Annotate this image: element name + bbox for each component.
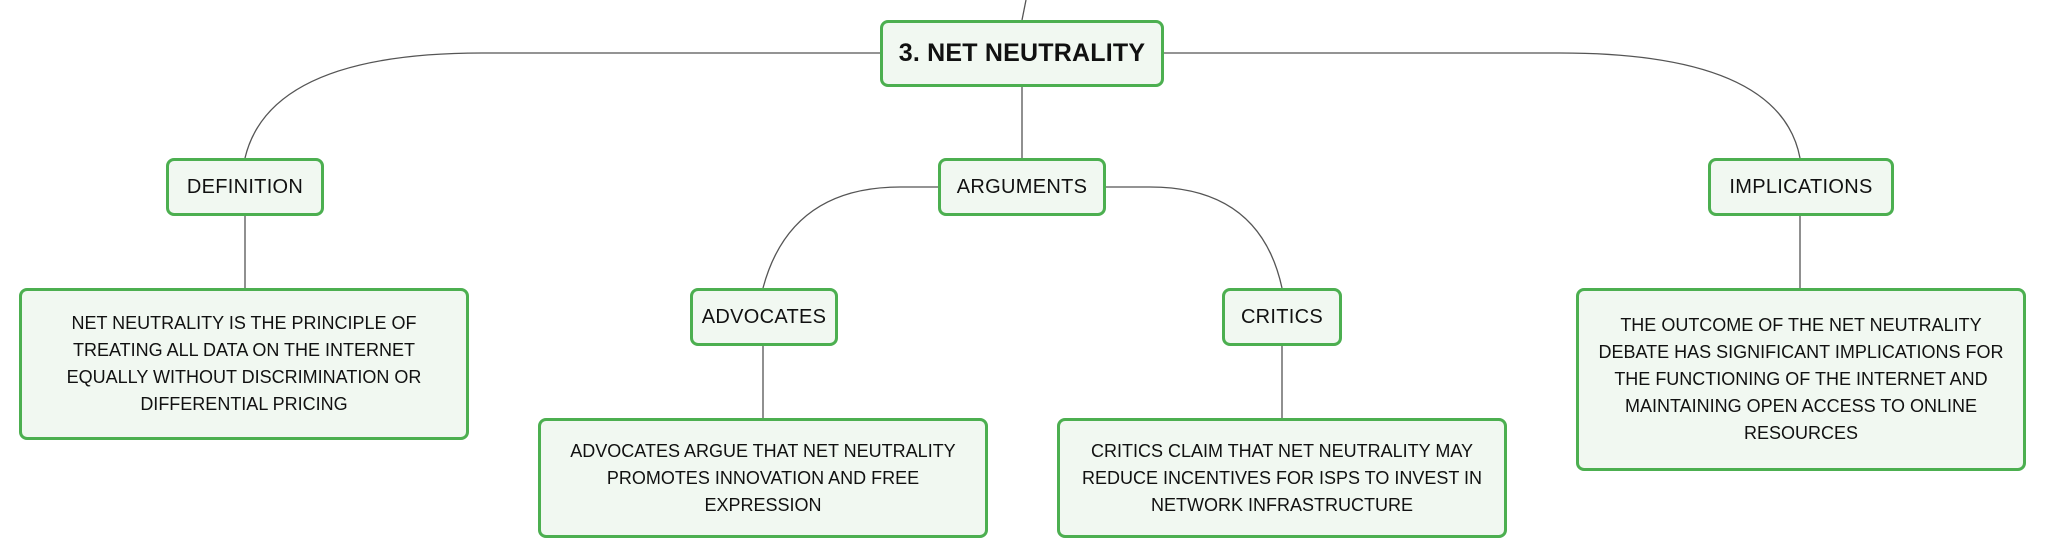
- implications-node[interactable]: IMPLICATIONS: [1708, 158, 1894, 216]
- advocates-node-label: ADVOCATES: [701, 305, 827, 328]
- definition-detail-text: NET NEUTRALITY IS THE PRINCIPLE OF TREAT…: [66, 313, 422, 414]
- connector-root-to-implications: [1164, 52, 1801, 159]
- implications-detail-text: THE OUTCOME OF THE NET NEUTRALITY DEBATE…: [1598, 315, 2004, 443]
- definition-detail-node[interactable]: NET NEUTRALITY IS THE PRINCIPLE OF TREAT…: [19, 288, 469, 440]
- advocates-node[interactable]: ADVOCATES: [690, 288, 838, 346]
- advocates-detail-text: ADVOCATES ARGUE THAT NET NEUTRALITY PROM…: [570, 440, 956, 515]
- connector-arguments-to-advocates: [762, 186, 938, 289]
- implications-node-label: IMPLICATIONS: [1729, 175, 1873, 198]
- root-node[interactable]: 3. NET NEUTRALITY: [880, 20, 1164, 87]
- critics-node[interactable]: CRITICS: [1222, 288, 1342, 346]
- definition-node[interactable]: DEFINITION: [166, 158, 324, 216]
- definition-node-label: DEFINITION: [186, 175, 304, 198]
- arguments-node-label: ARGUMENTS: [956, 175, 1088, 198]
- connector-arguments-to-critics: [1106, 186, 1283, 289]
- critics-detail-node[interactable]: CRITICS CLAIM THAT NET NEUTRALITY MAY RE…: [1057, 418, 1507, 538]
- advocates-detail-node[interactable]: ADVOCATES ARGUE THAT NET NEUTRALITY PROM…: [538, 418, 988, 538]
- critics-detail-text: CRITICS CLAIM THAT NET NEUTRALITY MAY RE…: [1081, 440, 1483, 515]
- connector-root-to-definition: [244, 52, 880, 159]
- implications-detail-node[interactable]: THE OUTCOME OF THE NET NEUTRALITY DEBATE…: [1576, 288, 2026, 471]
- critics-node-label: CRITICS: [1240, 305, 1324, 328]
- root-node-label: 3. NET NEUTRALITY: [898, 39, 1146, 67]
- connector-parent-to-root: [1021, 0, 1027, 21]
- arguments-node[interactable]: ARGUMENTS: [938, 158, 1106, 216]
